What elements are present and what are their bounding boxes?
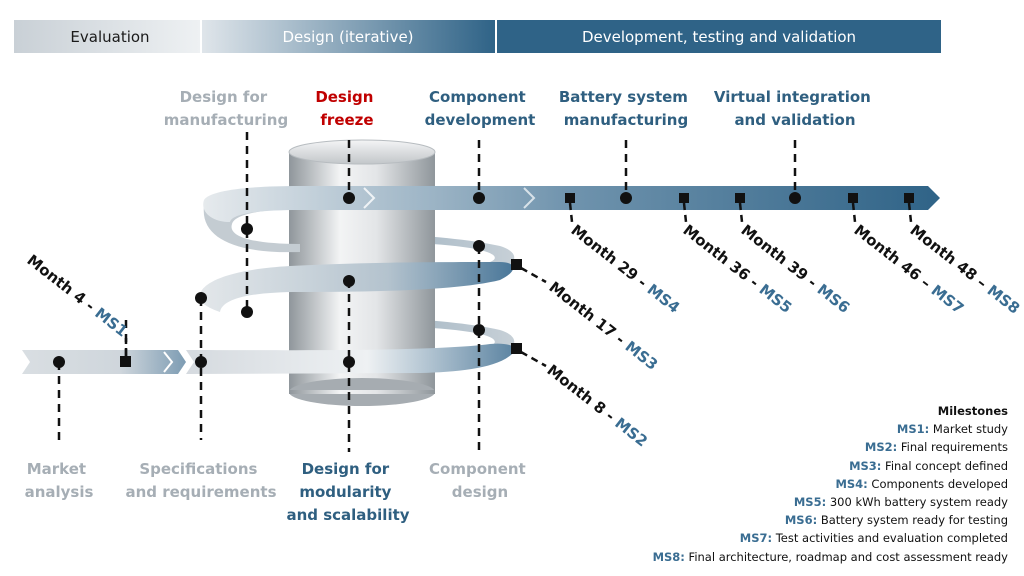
legend-item: MS7: Test activities and evaluation comp… (739, 531, 1008, 546)
spiral-back-upper (300, 232, 515, 270)
chevron-icon (363, 187, 376, 209)
evaluation-arrow (22, 350, 186, 374)
milestone-leaders (124, 202, 913, 368)
milestone-dots (53, 192, 801, 368)
label-market-analysis: Market analysis (25, 460, 94, 501)
label-design-for-manufacturing: Design for manufacturing (164, 88, 288, 129)
spiral-band-top (203, 186, 940, 222)
legend-item: MS8: Final architecture, roadmap and cos… (652, 549, 1008, 564)
spiral-back-lower (300, 316, 515, 354)
chevron-icon (523, 187, 536, 209)
phase-design (202, 20, 495, 53)
phase-bar: Evaluation Design (iterative) Developmen… (14, 20, 941, 53)
label-specifications: Specifications and requirements (125, 460, 276, 501)
chevron-icon (163, 351, 174, 373)
legend-item: MS6: Battery system ready for testing (784, 513, 1008, 528)
marker-ms6: Month 39 - MS6 (738, 221, 854, 317)
label-design-freeze: Design freeze (315, 88, 378, 129)
marker-ms2: Month 8 - MS2 (544, 361, 651, 450)
milestone-squares (120, 193, 914, 367)
marker-ms1: Month 4 - MS1 (24, 251, 131, 340)
legend-item: MS1: Market study (896, 422, 1008, 437)
phase-design-label: Design (iterative) (282, 28, 413, 46)
label-component-design: Component design (429, 460, 531, 501)
label-component-development: Component development (425, 88, 536, 129)
legend-item: MS3: Final concept defined (849, 458, 1008, 473)
legend-item: MS2: Final requirements (864, 440, 1008, 455)
phase-development (497, 20, 941, 53)
milestones-legend: Milestones MS1: Market study MS2: Final … (653, 402, 1008, 566)
legend-item: MS4: Components developed (835, 476, 1008, 491)
label-virtual-integration: Virtual integration and validation (714, 88, 876, 129)
milestones-heading: Milestones (937, 404, 1008, 418)
label-design-for-modularity: Design for modularity and scalability (286, 460, 409, 524)
marker-ms5: Month 36 - MS5 (680, 221, 796, 317)
spiral-band-middle (199, 262, 514, 312)
legend-item: MS5: 300 kWh battery system ready (793, 495, 1008, 510)
phase-evaluation (14, 20, 200, 53)
label-battery-system-manufacturing: Battery system manufacturing (559, 88, 693, 129)
phase-development-label: Development, testing and validation (582, 28, 856, 46)
phase-evaluation-label: Evaluation (70, 28, 149, 46)
